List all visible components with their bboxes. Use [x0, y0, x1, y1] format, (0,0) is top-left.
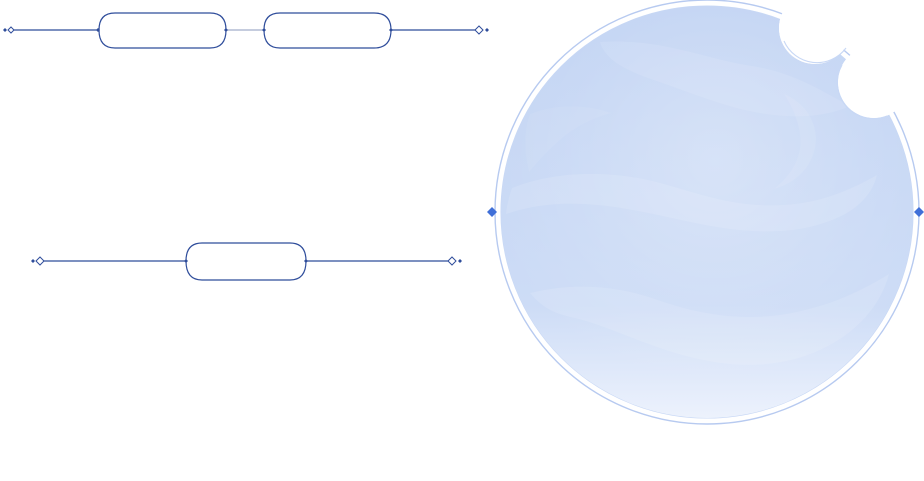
glass-wave-top: [600, 41, 850, 117]
top-divider: [3, 12, 489, 49]
circle-right-marker-diamond: [914, 207, 924, 217]
circle-frame: [487, 0, 924, 425]
middle-right-open-diamond: [447, 256, 457, 266]
middle-pill: [185, 242, 307, 281]
circle-left-marker-diamond: [487, 207, 497, 217]
top-pill-right: [263, 12, 392, 49]
middle-left-small-diamond: [31, 259, 35, 263]
top-pill-left: [98, 12, 227, 49]
middle-divider: [31, 242, 462, 281]
middle-pill-start-diamond: [184, 259, 188, 263]
circle-notch-top: [779, 0, 851, 64]
top-left-small-diamond: [3, 28, 7, 32]
top-pill-left-start-diamond: [96, 28, 100, 32]
circle-notch-top-edge: [783, 40, 847, 64]
top-pill-right-end-diamond: [389, 28, 393, 32]
glass-reflection-left: [525, 106, 611, 172]
middle-left-open-diamond: [35, 256, 45, 266]
glass-wave-bottom: [530, 274, 889, 365]
circle-notch-bottom-edge: [836, 64, 888, 120]
glass-wave-middle: [506, 173, 877, 232]
top-right-small-diamond: [485, 28, 489, 32]
middle-right-small-diamond: [458, 259, 462, 263]
glass-reflection-right: [774, 94, 816, 189]
middle-pill-end-diamond: [304, 259, 308, 263]
top-pill-left-end-diamond: [224, 28, 228, 32]
top-left-open-diamond: [7, 26, 15, 34]
circle-notch-bottom: [838, 46, 910, 118]
top-right-open-diamond: [474, 25, 484, 35]
top-pill-right-start-diamond: [262, 28, 266, 32]
